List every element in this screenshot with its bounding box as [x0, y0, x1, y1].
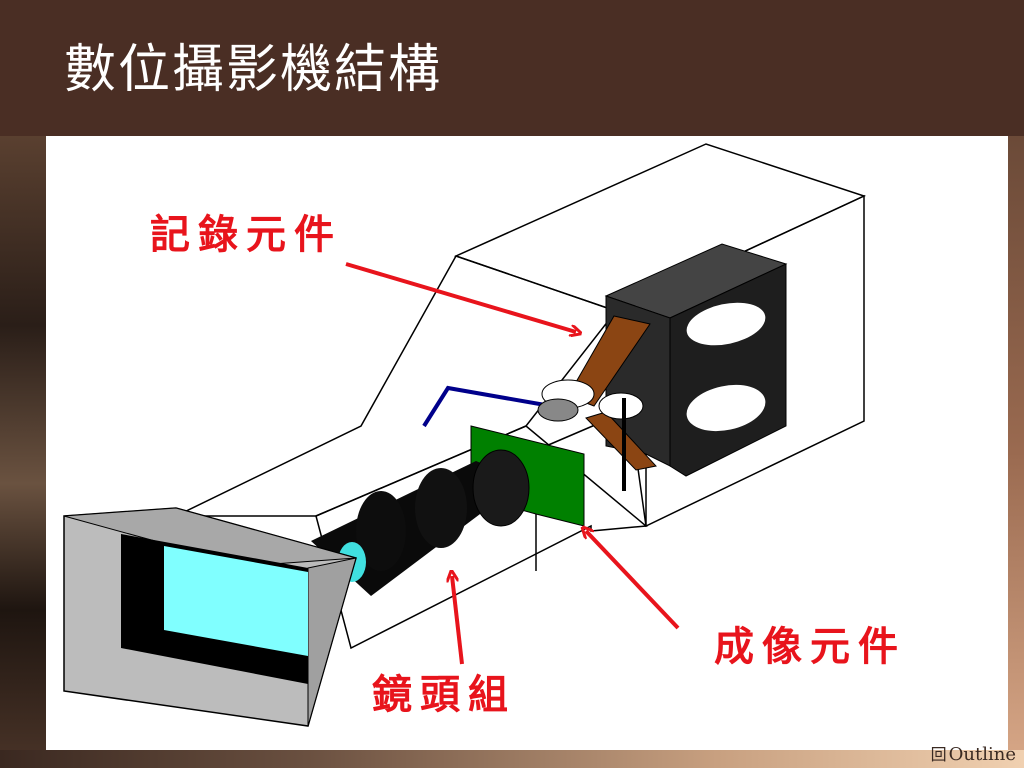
- label-lens: 鏡頭組: [372, 671, 516, 718]
- background-photo-bottom: [0, 750, 1024, 768]
- slide-title: 數位攝影機結構: [64, 40, 443, 100]
- optical-path: [422, 385, 552, 428]
- lens-hood: [63, 507, 357, 727]
- camera-diagram-svg: 記錄元件 成像元件 鏡頭組: [63, 143, 906, 727]
- arrow-lens: [452, 576, 464, 665]
- background-photo-right: [1008, 136, 1024, 768]
- cassette-reel-top: [686, 302, 766, 346]
- lens-front-glass: [164, 546, 308, 656]
- label-imaging: 成像元件: [714, 623, 906, 670]
- return-arrow-icon: 回: [930, 745, 947, 764]
- camera-diagram: 記錄元件 成像元件 鏡頭組: [46, 136, 1008, 750]
- tape-mechanism: [537, 315, 657, 491]
- label-recording: 記錄元件: [150, 211, 342, 258]
- arrow-imaging: [586, 531, 680, 630]
- header-band: [0, 0, 1024, 136]
- outline-link-label: Outline: [948, 744, 1016, 765]
- arrow-recording: [345, 262, 576, 332]
- background-photo-left: [0, 136, 46, 768]
- cassette-reel-bottom: [686, 384, 766, 432]
